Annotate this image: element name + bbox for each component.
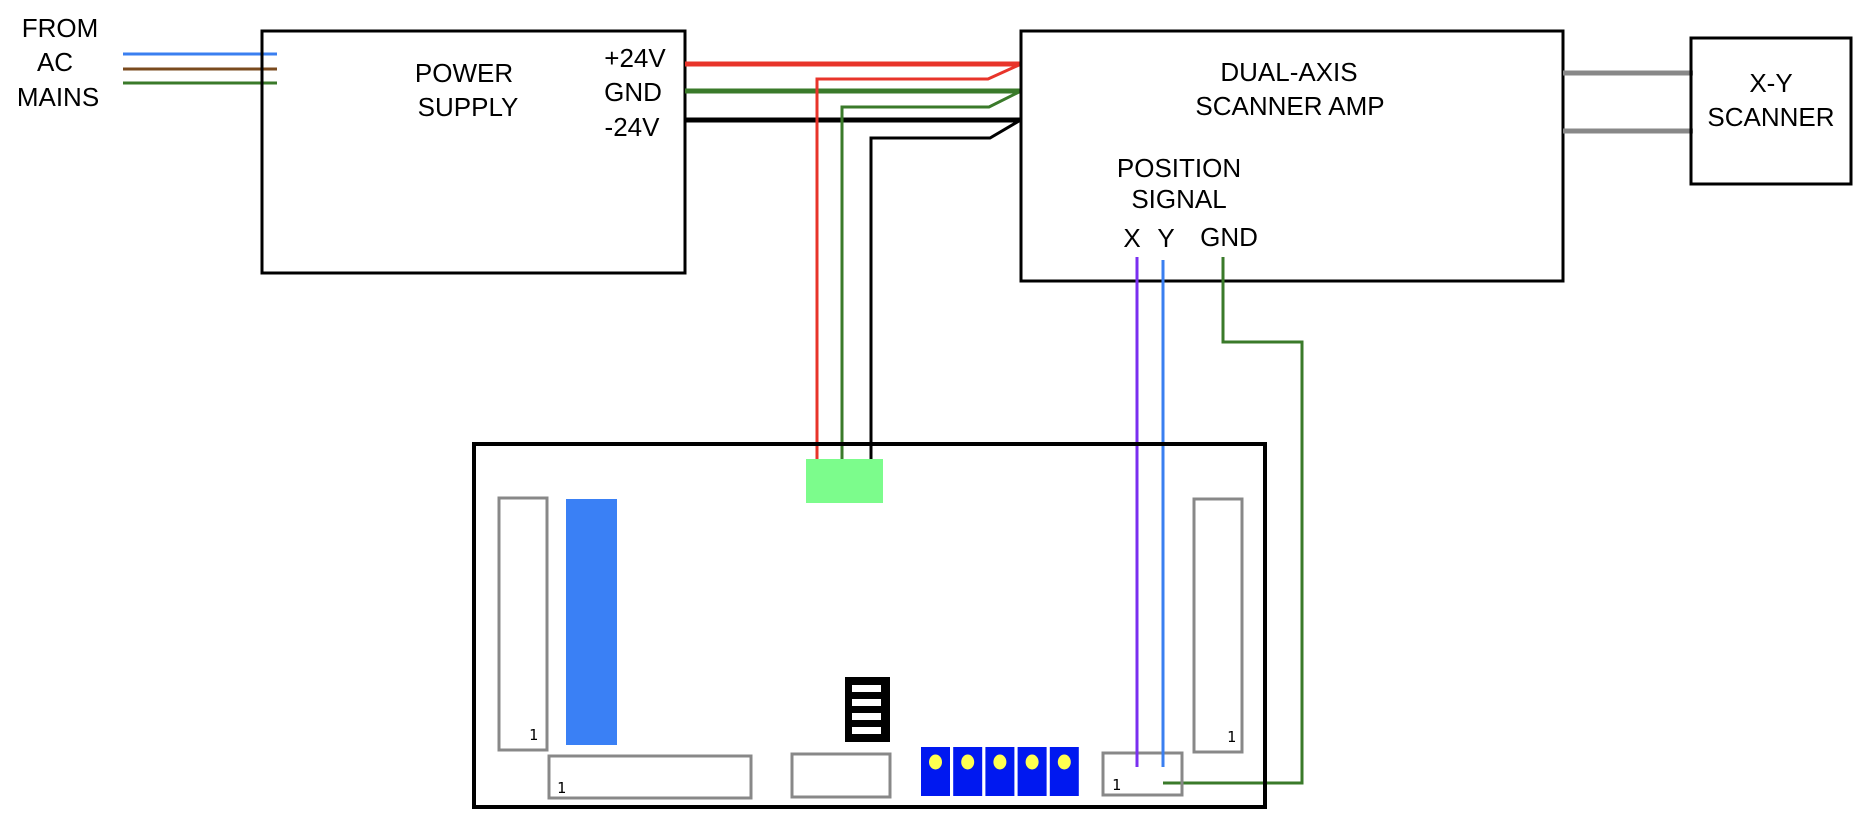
- plus24v-wire-board: [815, 63, 1020, 471]
- signal-connector: [1101, 751, 1184, 797]
- bottom-header: [547, 754, 753, 800]
- board-outline: [472, 442, 1267, 809]
- trim-pot: [953, 747, 983, 796]
- xy-scanner-title-2: SCANNER: [1707, 102, 1834, 132]
- trim-pot: [1017, 747, 1047, 796]
- signal-gnd-wire: [1163, 257, 1304, 785]
- dip-switch-slot: [852, 727, 881, 734]
- power-supply-title-2: SUPPLY: [418, 92, 519, 122]
- trim-pot-wiper: [1057, 754, 1071, 770]
- trim-pot-wiper: [993, 754, 1007, 770]
- power-supply-title-1: POWER: [415, 58, 513, 88]
- position-signal-label-2: SIGNAL: [1131, 184, 1226, 214]
- scanner-amp-title-2: SCANNER AMP: [1195, 91, 1384, 121]
- minus24v-wire-board: [869, 119, 1020, 473]
- signal-pin-x: X: [1123, 223, 1140, 253]
- signal-connector-pin1-label: 1: [1112, 776, 1121, 794]
- controller-board: 1 1 1 1: [472, 442, 1267, 809]
- bottom-header-small: [790, 752, 892, 799]
- signal-pin-y: Y: [1157, 223, 1174, 253]
- position-signal-label-1: POSITION: [1117, 153, 1241, 183]
- trim-pot-wiper: [929, 754, 942, 770]
- left-header-pin1-label: 1: [529, 726, 538, 744]
- gnd-wire-board: [840, 90, 1020, 473]
- mains-label-ac: AC: [37, 47, 73, 77]
- xy-scanner: X-Y SCANNER: [1689, 36, 1853, 186]
- trim-pot-wiper: [1025, 754, 1039, 770]
- terminal-gnd: GND: [604, 77, 662, 107]
- dip-switch: [845, 677, 890, 742]
- trim-pot: [921, 747, 950, 796]
- xy-scanner-box: [1689, 36, 1853, 186]
- trim-pot: [985, 747, 1015, 796]
- dip-switch-slot: [852, 699, 881, 706]
- scanner-amp-box: [1019, 29, 1565, 283]
- dip-switch-slot: [852, 685, 881, 692]
- left-header: [497, 496, 549, 752]
- trim-pot-wiper: [961, 754, 975, 770]
- power-supply: POWER SUPPLY +24V GND -24V: [260, 29, 687, 275]
- right-header: [1192, 497, 1244, 754]
- mains-label-from: FROM: [22, 13, 99, 43]
- signal-pin-gnd: GND: [1200, 222, 1258, 252]
- dip-switch-slot: [852, 713, 881, 720]
- power-supply-box: [260, 29, 687, 275]
- mains-label-mains: MAINS: [17, 82, 99, 112]
- bottom-header-pin1-label: 1: [557, 779, 566, 797]
- xy-scanner-title-1: X-Y: [1749, 68, 1792, 98]
- ribbon-connector: [566, 499, 617, 745]
- right-header-pin1-label: 1: [1227, 728, 1236, 746]
- power-connector: [806, 459, 883, 503]
- trim-pots: [921, 747, 1079, 796]
- scanner-amp-title-1: DUAL-AXIS: [1220, 57, 1357, 87]
- trim-pot: [1049, 747, 1079, 796]
- terminal-minus24v: -24V: [605, 112, 661, 142]
- mains-input: FROM AC MAINS: [17, 13, 277, 112]
- terminal-plus24v: +24V: [604, 43, 666, 73]
- scanner-amp: DUAL-AXIS SCANNER AMP POSITION SIGNAL X …: [1019, 29, 1565, 283]
